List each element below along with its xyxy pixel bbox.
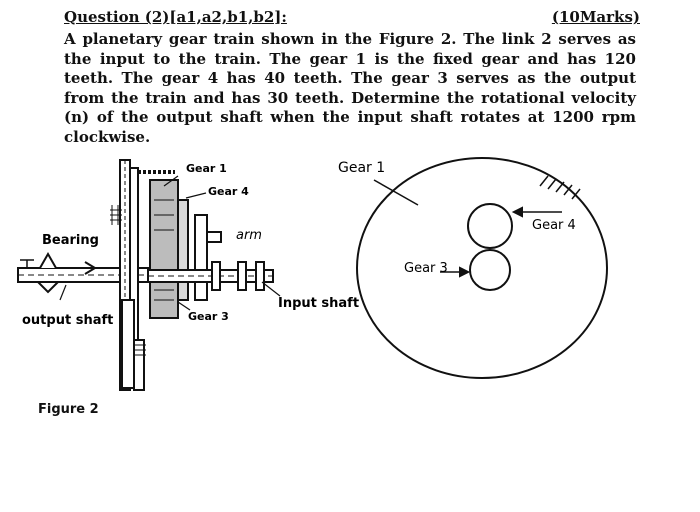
bearing-right: [84, 261, 97, 275]
gear1-ring: [356, 157, 608, 379]
gear4-circle: [467, 203, 513, 249]
figure-caption: Figure 2: [38, 402, 99, 417]
question-marks: (10Marks): [551, 8, 640, 26]
label-gear3-end: Gear 3: [404, 261, 448, 276]
label-input-shaft: Input shaft: [278, 296, 359, 311]
question-number: Question (2)[a1,a2,b1,b2]:: [64, 8, 287, 26]
label-arm: arm: [236, 228, 262, 243]
label-gear4-side: Gear 4: [208, 185, 249, 198]
question-text: A planetary gear train shown in the Figu…: [64, 30, 636, 146]
label-bearing: Bearing: [42, 233, 99, 248]
label-gear3-side: Gear 3: [188, 310, 229, 323]
label-gear1-side: Gear 1: [186, 162, 227, 175]
planet-gear-block: [149, 179, 179, 319]
arm-body: [194, 214, 208, 301]
gear3-circle: [469, 249, 511, 291]
question-header: Question (2)[a1,a2,b1,b2]: (10Marks): [64, 8, 640, 26]
bearing-left: [39, 251, 57, 269]
gear3-plate-left: [121, 299, 135, 389]
label-gear4-end: Gear 4: [532, 218, 576, 233]
label-output-shaft: output shaft: [22, 313, 113, 328]
label-gear1-end: Gear 1: [338, 160, 385, 176]
